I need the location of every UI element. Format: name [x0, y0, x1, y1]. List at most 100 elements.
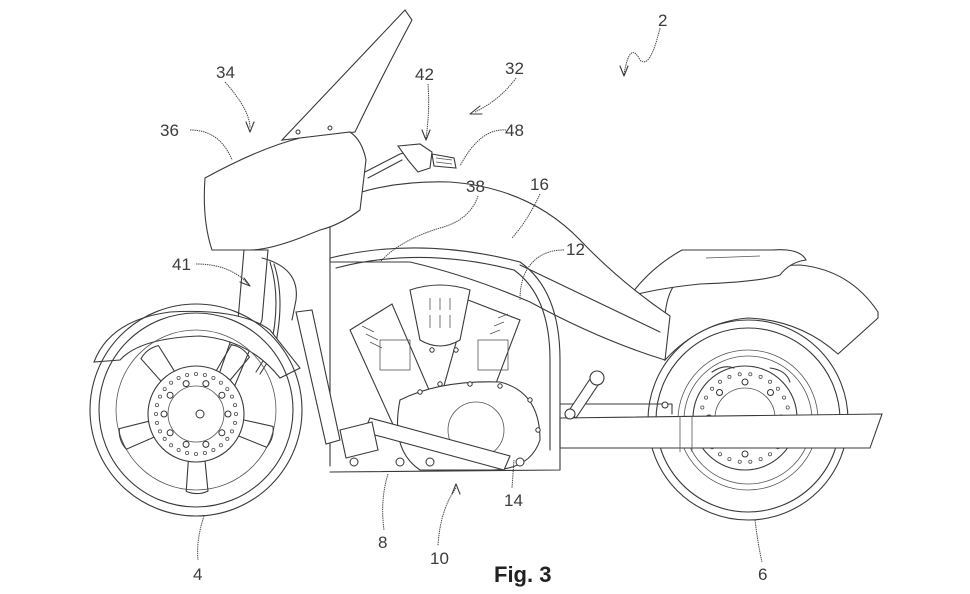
disc-vent-hole — [782, 395, 787, 400]
disc-vent-hole — [775, 386, 780, 391]
engine-guard — [295, 309, 341, 445]
wheel-spoke — [214, 344, 250, 383]
wheel-spoke — [185, 458, 209, 495]
wheel-spoke — [118, 420, 157, 450]
engine-bolt — [497, 383, 503, 389]
disc-vent-hole — [748, 459, 753, 464]
engine-bolt — [453, 347, 459, 353]
seat — [628, 249, 807, 297]
ref-label-2: 2 — [658, 11, 667, 30]
ref-label-42: 42 — [415, 65, 434, 84]
ref-label-32: 32 — [505, 59, 524, 78]
ref-label-14: 14 — [504, 491, 523, 510]
disc-vent-hole — [211, 447, 216, 452]
disc-vent-hole — [232, 403, 237, 408]
disc-vent-hole — [185, 372, 190, 377]
ref-label-8: 8 — [378, 533, 387, 552]
disc-vent-hole — [700, 405, 705, 410]
disc-vent-hole — [233, 411, 238, 416]
disc-vent-hole — [225, 387, 230, 392]
disc-vent-hole — [154, 403, 159, 408]
ref-label-10: 10 — [430, 549, 449, 568]
wheel-spoke — [236, 418, 274, 448]
disc-bolt — [202, 440, 210, 448]
disc-vent-hole — [737, 459, 742, 464]
disc-vent-hole — [218, 443, 223, 448]
disc-vent-hole — [727, 374, 732, 379]
reference-labels: 2 34 36 42 32 48 38 16 12 41 14 8 10 4 6 — [160, 11, 767, 584]
disc-bolt — [741, 450, 749, 458]
engine-bolt — [429, 347, 435, 353]
disc-vent-hole — [225, 436, 230, 441]
engine-bolt — [417, 389, 423, 395]
handlebar — [364, 143, 457, 179]
disc-bolt — [218, 429, 226, 437]
ref-label-48: 48 — [505, 121, 524, 140]
disc-vent-hole — [202, 372, 207, 377]
disc-vent-hole — [218, 380, 223, 385]
disc-vent-hole — [176, 375, 181, 380]
disc-bolt — [182, 380, 190, 388]
disc-vent-hole — [229, 429, 234, 434]
ref-label-6: 6 — [758, 565, 767, 584]
disc-vent-hole — [718, 379, 723, 384]
exhaust-muffler — [559, 401, 883, 452]
disc-vent-hole — [157, 394, 162, 399]
engine-bolt — [467, 381, 473, 387]
disc-vent-hole — [176, 447, 181, 452]
disc-vent-hole — [710, 386, 715, 391]
disc-vent-hole — [768, 379, 773, 384]
disc-vent-hole — [169, 443, 174, 448]
figure-caption: Fig. 3 — [494, 562, 551, 587]
disc-bolt — [166, 391, 174, 399]
engine-bolt — [527, 397, 533, 403]
disc-bolt — [741, 378, 749, 386]
ref-label-34: 34 — [216, 63, 235, 82]
engine — [349, 284, 541, 471]
disc-vent-hole — [727, 457, 732, 462]
frame — [329, 247, 661, 451]
disc-vent-hole — [758, 457, 763, 462]
passenger-footpeg — [564, 370, 605, 420]
disc-vent-hole — [768, 452, 773, 457]
disc-vent-hole — [193, 451, 198, 456]
disc-vent-hole — [704, 395, 709, 400]
disc-vent-hole — [202, 450, 207, 455]
disc-bolt — [716, 389, 723, 396]
disc-vent-hole — [718, 452, 723, 457]
fuel-tank — [329, 181, 671, 361]
front-wheel-spokes — [118, 344, 274, 495]
disc-vent-hole — [229, 394, 234, 399]
disc-bolt — [160, 410, 168, 418]
engine-bolt — [437, 381, 443, 387]
disc-bolt — [767, 389, 774, 396]
disc-vent-hole — [154, 420, 159, 425]
disc-vent-hole — [185, 450, 190, 455]
disc-bolt — [202, 380, 210, 388]
front-wheel — [89, 303, 303, 517]
floorboard — [329, 257, 561, 473]
disc-bolt — [166, 429, 174, 437]
disc-bolt — [218, 391, 226, 399]
disc-bolt — [182, 440, 190, 448]
fairing — [203, 125, 367, 251]
disc-vent-hole — [737, 372, 742, 377]
disc-vent-hole — [758, 374, 763, 379]
wheel-spoke — [140, 345, 177, 384]
ref-label-4: 4 — [193, 565, 202, 584]
leader-lines — [189, 27, 763, 563]
engine-bolt — [535, 427, 541, 433]
disc-vent-hole — [169, 380, 174, 385]
ref-label-16: 16 — [530, 175, 549, 194]
disc-vent-hole — [153, 411, 158, 416]
ref-label-38: 38 — [466, 177, 485, 196]
disc-vent-hole — [162, 436, 167, 441]
disc-vent-hole — [785, 405, 790, 410]
ref-label-36: 36 — [160, 121, 179, 140]
ref-label-41: 41 — [172, 255, 191, 274]
disc-vent-hole — [211, 375, 216, 380]
disc-vent-hole — [193, 371, 198, 376]
disc-vent-hole — [162, 387, 167, 392]
